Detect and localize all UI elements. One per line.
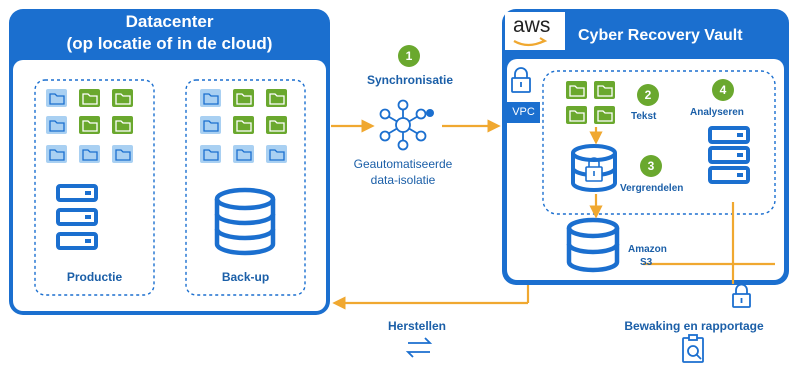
restore-arrow (332, 285, 530, 310)
backup-folder-grid (199, 88, 288, 164)
backup-group (185, 79, 306, 296)
production-label: Productie (66, 270, 123, 284)
folder-icon (265, 144, 288, 164)
s3-label-line1: Amazon (628, 244, 667, 255)
step-3-label: Vergrendelen (620, 183, 684, 194)
folder-icon (45, 88, 68, 108)
datacenter-subtitle: (op locatie of in de cloud) (66, 34, 273, 53)
folder-icon (199, 88, 222, 108)
sync-caption-line1: Geautomatiseerde (353, 157, 453, 171)
step-3-badge: 3 (640, 155, 662, 177)
folder-icon (565, 105, 588, 125)
lock-icon (732, 283, 751, 308)
folder-icon (45, 144, 68, 164)
folder-icon (111, 88, 134, 108)
lock-icon (585, 157, 603, 182)
folder-icon (78, 115, 101, 135)
folder-icon (232, 115, 255, 135)
folder-icon (45, 115, 68, 135)
restore-label: Herstellen (387, 319, 447, 333)
folder-icon (565, 80, 588, 100)
refresh-arrows-icon (405, 337, 433, 358)
aws-logo: aws (513, 14, 551, 37)
step-1-badge: 1 (398, 45, 420, 67)
production-folder-grid (45, 88, 134, 164)
folder-icon (78, 88, 101, 108)
monitoring-label: Bewaking en rapportage (624, 319, 764, 333)
step-4-label: Analyseren (690, 107, 744, 118)
lock-icon (511, 67, 531, 93)
folder-icon (78, 144, 101, 164)
step-4-badge: 4 (712, 79, 734, 101)
folder-icon (232, 144, 255, 164)
vpc-badge (507, 102, 540, 123)
folder-icon (199, 144, 222, 164)
vault-inner-zone (542, 70, 776, 215)
folder-icon (265, 115, 288, 135)
sync-title: Synchronisatie (366, 73, 454, 87)
folder-icon (593, 105, 616, 125)
vault-title: Cyber Recovery Vault (578, 27, 743, 44)
datacenter-title: Datacenter (125, 12, 214, 31)
sync-caption-line2: data-isolatie (370, 173, 436, 187)
network-hub-icon (379, 99, 434, 151)
folder-icon (593, 80, 616, 100)
s3-label-line2: S3 (640, 257, 653, 268)
database-icon (566, 217, 620, 273)
folder-icon (111, 115, 134, 135)
folder-icon (199, 115, 222, 135)
report-search-icon (682, 334, 704, 363)
step-2-badge: 2 (637, 84, 659, 106)
backup-label: Back-up (221, 270, 270, 284)
folder-icon (111, 144, 134, 164)
database-icon (214, 187, 276, 256)
vpc-label: VPC (512, 106, 535, 118)
folder-icon (265, 88, 288, 108)
monitoring-lines (643, 202, 775, 284)
step-2-label: Tekst (631, 111, 657, 122)
folder-icon (232, 88, 255, 108)
production-group (34, 79, 155, 296)
